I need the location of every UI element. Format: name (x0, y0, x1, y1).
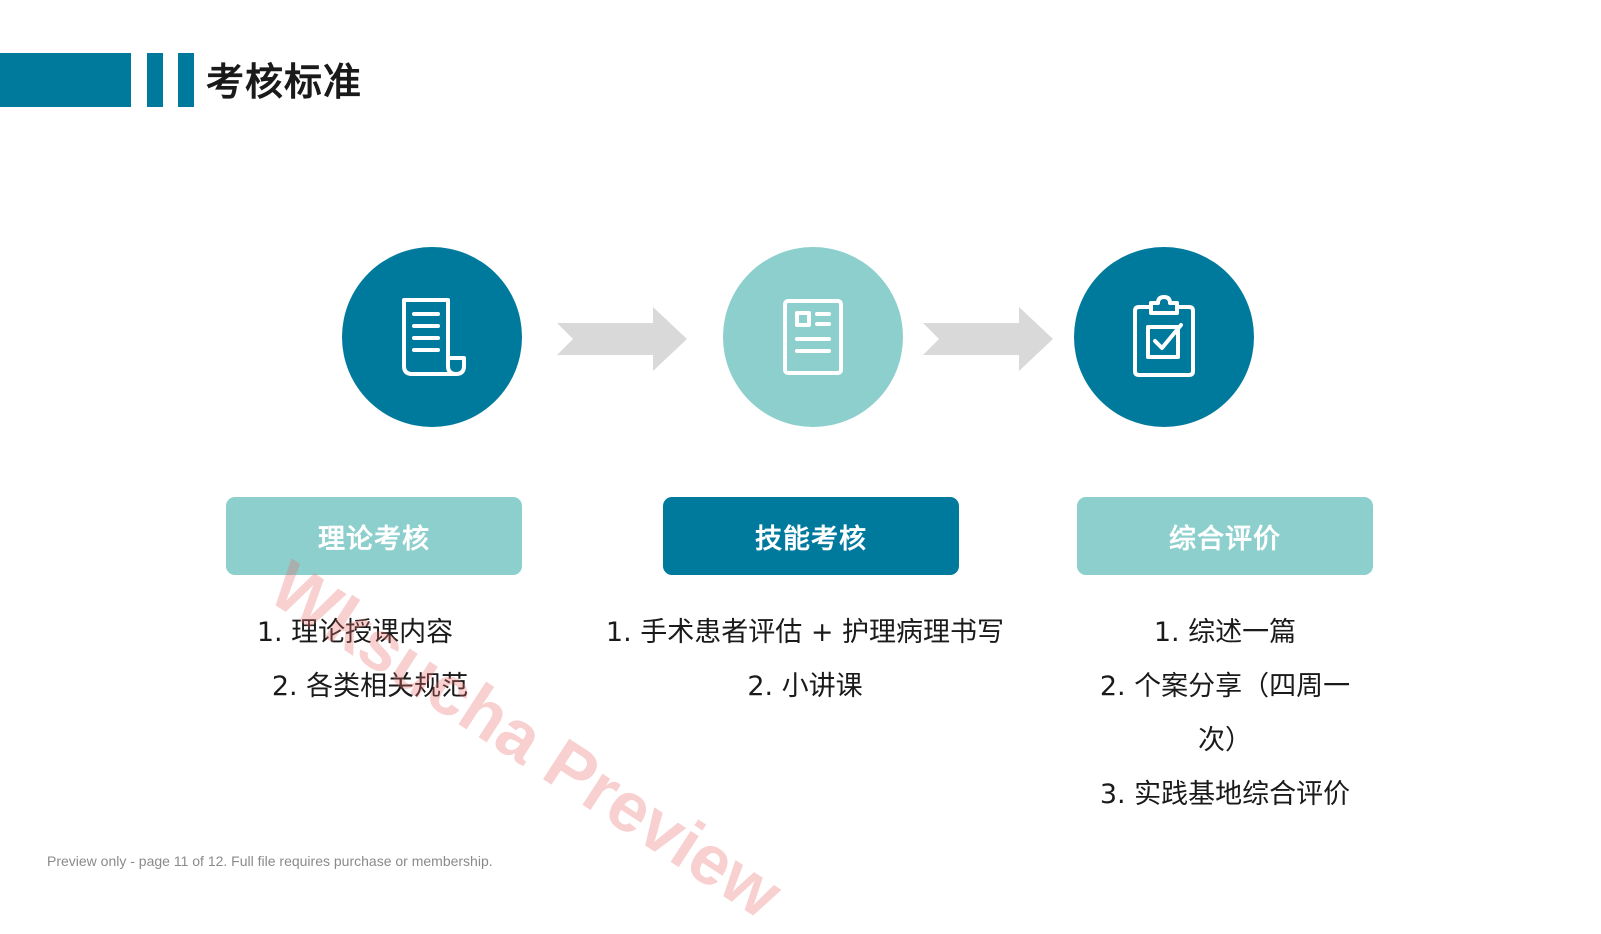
step-1-item-list: 1. 理论授课内容 2. 各类相关规范 (200, 606, 540, 714)
header-accent-stripe-1 (147, 53, 163, 107)
header-accent-stripe-2 (178, 53, 194, 107)
step-label-theory: 理论考核 (226, 497, 522, 575)
step-3-circle (1074, 247, 1254, 427)
step-label-comprehensive: 综合评价 (1077, 497, 1373, 575)
footer-note: Preview only - page 11 of 12. Full file … (47, 853, 493, 869)
arrow-right-icon (923, 307, 1053, 371)
preview-watermark: Wksucha Preview (256, 545, 796, 934)
step-2-circle (723, 247, 903, 427)
list-item: 2. 小讲课 (747, 671, 863, 702)
list-item: 1. 手术患者评估 + 护理病理书写 (605, 617, 1005, 648)
page-title: 考核标准 (206, 60, 363, 104)
step-2-item-list: 1. 手术患者评估 + 护理病理书写 2. 小讲课 (585, 606, 1025, 714)
list-item: 1. 理论授课内容 (256, 617, 454, 648)
header-accent-bar (0, 53, 131, 107)
arrow-right-icon (557, 307, 687, 371)
list-item: 次） (1198, 725, 1252, 756)
list-item: 2. 各类相关规范 (271, 671, 469, 702)
report-page-icon (783, 299, 843, 375)
list-item: 1. 综述一篇 (1153, 617, 1297, 648)
list-item: 2. 个案分享（四周一 (1099, 671, 1351, 702)
clipboard-check-icon (1133, 295, 1195, 377)
step-label-skill: 技能考核 (663, 497, 959, 575)
step-3-item-list: 1. 综述一篇 2. 个案分享（四周一 次） 3. 实践基地综合评价 (1055, 606, 1395, 822)
step-1-circle (342, 247, 522, 427)
document-scroll-icon (402, 298, 466, 376)
list-item: 3. 实践基地综合评价 (1099, 779, 1351, 810)
